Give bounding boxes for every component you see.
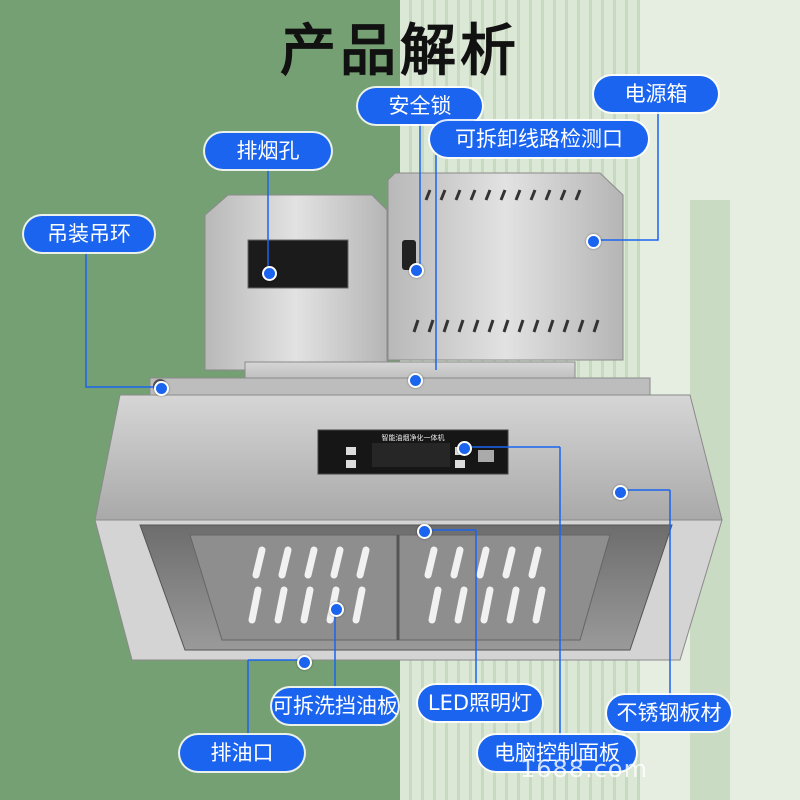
label-hanging-ring: 吊装吊环 <box>24 216 154 252</box>
label-control-panel: 电脑控制面板 <box>478 735 636 771</box>
label-stainless: 不锈钢板材 <box>607 695 731 731</box>
page-title: 产品解析 <box>280 19 520 84</box>
label-power-box: 电源箱 <box>594 76 718 112</box>
label-oil-outlet: 排油口 <box>180 735 304 771</box>
label-smoke-hole: 排烟孔 <box>205 133 331 169</box>
control-panel-text: 智能油烟净化一体机 <box>382 433 445 442</box>
callout-dot-led <box>417 524 432 539</box>
label-safety-lock: 安全锁 <box>358 88 482 124</box>
callout-dot-hanging-ring <box>154 381 169 396</box>
callout-dot-oil-outlet <box>297 655 312 670</box>
safety-lock-body <box>402 240 416 270</box>
power-box <box>387 172 624 361</box>
callout-dot-smoke-hole <box>262 266 277 281</box>
callout-dot-control-panel <box>457 441 472 456</box>
control-panel-shape: 智能油烟净化一体机 <box>317 429 509 475</box>
watermark: 1688.com <box>520 755 648 783</box>
callout-dot-safety-lock <box>409 263 424 278</box>
callout-dot-baffle <box>329 602 344 617</box>
baffle-slots <box>248 546 546 624</box>
label-led: LED照明灯 <box>418 685 542 721</box>
exhaust-opening <box>247 239 349 289</box>
callout-dot-power-box <box>586 234 601 249</box>
label-baffle: 可拆洗挡油板 <box>272 688 398 724</box>
callout-dot-stainless <box>613 485 628 500</box>
label-detachable-port: 可拆卸线路检测口 <box>430 121 648 157</box>
exhaust-box <box>204 194 388 371</box>
callout-dot-detachable-port <box>408 373 423 388</box>
